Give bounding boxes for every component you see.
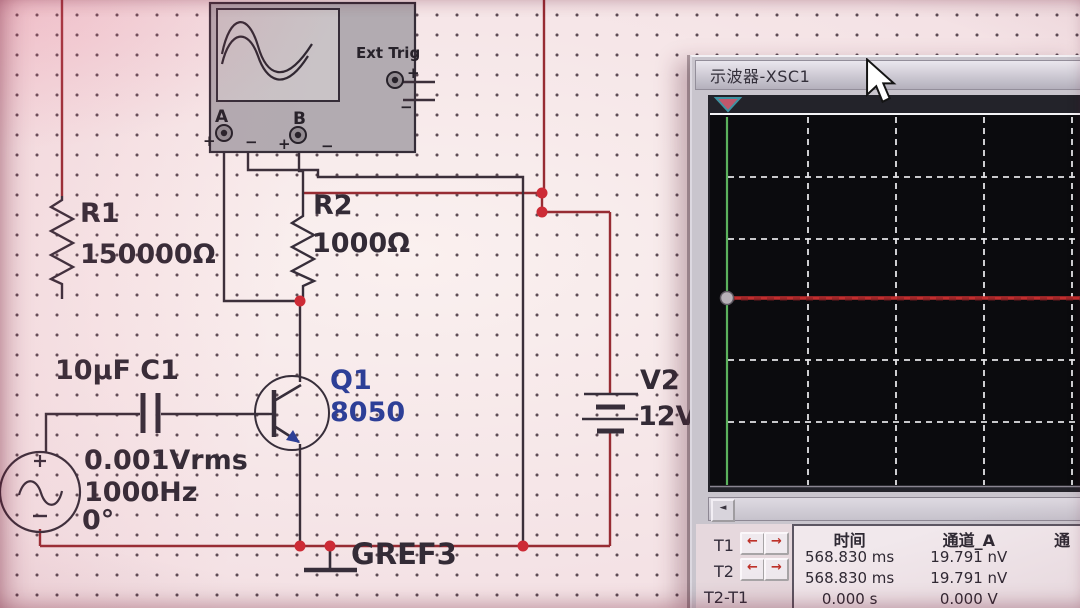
cursor-t2t1-label: T2-T1 <box>704 588 749 607</box>
scope-terminals[interactable] <box>215 71 404 144</box>
t2t1-channel-a-value: 0.000 V <box>939 590 998 608</box>
t2-left-button[interactable]: ← <box>740 558 765 581</box>
r1-ref-label: R1 <box>80 198 120 229</box>
wire-supply-rail[interactable] <box>303 0 612 394</box>
emitter-arrow-icon <box>286 430 300 443</box>
battery-v2[interactable] <box>582 392 638 434</box>
scrollbar-left-arrow-button[interactable]: ◄ <box>711 499 735 522</box>
ext-minus-sign: − <box>400 98 413 116</box>
vsource-phase-label: 0° <box>82 505 114 536</box>
t2-right-button[interactable]: → <box>764 558 789 581</box>
ground-label: GREF3 <box>351 537 457 571</box>
t2t1-time-value: 0.000 s <box>821 590 878 608</box>
cursor-t1-label: T1 <box>714 536 734 555</box>
resistor-r1[interactable] <box>48 196 76 299</box>
junction-dots <box>294 187 548 552</box>
channel-b-label: B <box>293 109 306 129</box>
t1-right-button[interactable]: → <box>764 532 789 555</box>
cursor-t2-label: T2 <box>714 562 734 581</box>
ext-trig-stub-wires[interactable] <box>403 80 435 102</box>
v2-ref-label: V2 <box>640 365 680 396</box>
t1-time-value: 568.830 ms <box>805 548 895 566</box>
wire-scope-a-plus[interactable] <box>222 141 298 303</box>
ext-trig-label: Ext Trig <box>356 44 420 62</box>
window-title: 示波器-XSC1 <box>710 67 811 86</box>
a-minus-sign: − <box>245 133 258 151</box>
mouse-cursor <box>866 58 897 104</box>
c1-label: 10µF C1 <box>55 355 179 386</box>
scope-readings-panel: T1 ← → T2 ← → T2-T1 时间 通道_A 通 568.830 ms… <box>696 524 1080 608</box>
r2-ref-label: R2 <box>313 190 353 221</box>
r1-value-label: 150000Ω <box>80 239 216 270</box>
a-plus-sign: + <box>203 132 216 150</box>
transistor-q1[interactable] <box>254 375 330 451</box>
b-minus-sign: − <box>321 137 334 155</box>
t2-time-value: 568.830 ms <box>805 569 895 587</box>
b-plus-sign: + <box>278 135 291 153</box>
channel-a-label: A <box>215 107 229 127</box>
oscilloscope-icon[interactable]: Ext Trig A B + − + − + − <box>203 1 435 155</box>
wire-source-to-c1[interactable] <box>44 412 140 453</box>
oscilloscope-window: 示波器-XSC1 ◄ T1 <box>690 55 1080 608</box>
capacitor-c1[interactable] <box>140 393 161 433</box>
header-channel-b-partial: 通 <box>1054 531 1071 550</box>
v2-value-label: 12V <box>638 401 697 432</box>
t1-channel-a-value: 19.791 nV <box>930 548 1008 566</box>
q1-ref-label: Q1 <box>330 365 372 396</box>
wire-scope-b-plus[interactable] <box>297 143 305 193</box>
scope-scrollbar[interactable]: ◄ <box>708 497 1080 522</box>
vsource-amplitude-label: 0.001Vrms <box>84 445 248 476</box>
trace-position-knob[interactable] <box>719 290 735 306</box>
r2-value-label: 1000Ω <box>312 228 410 259</box>
readings-table: 时间 通道_A 通 568.830 ms 19.791 nV 568.830 m… <box>792 524 1080 608</box>
ext-plus-sign: + <box>407 64 420 82</box>
sine-wave-icon <box>220 21 313 81</box>
vsource-frequency-label: 1000Hz <box>84 477 197 508</box>
scope-display[interactable] <box>708 95 1080 492</box>
header-time: 时间 <box>833 531 866 550</box>
window-titlebar[interactable]: 示波器-XSC1 <box>695 60 1080 90</box>
header-channel-a: 通道_A <box>942 531 996 550</box>
trace-marker-icon[interactable] <box>713 97 743 113</box>
t2-channel-a-value: 19.791 nV <box>930 569 1008 587</box>
wire-scope-a-minus[interactable] <box>246 137 525 546</box>
ac-voltage-source[interactable] <box>0 450 82 534</box>
q1-value-label: 8050 <box>330 397 405 428</box>
circuit-schematic: R1 150000Ω R2 1000Ω 10µF C1 Q1 8050 <box>0 0 697 573</box>
resistor-r2[interactable] <box>289 193 317 301</box>
t1-left-button[interactable]: ← <box>740 532 765 555</box>
